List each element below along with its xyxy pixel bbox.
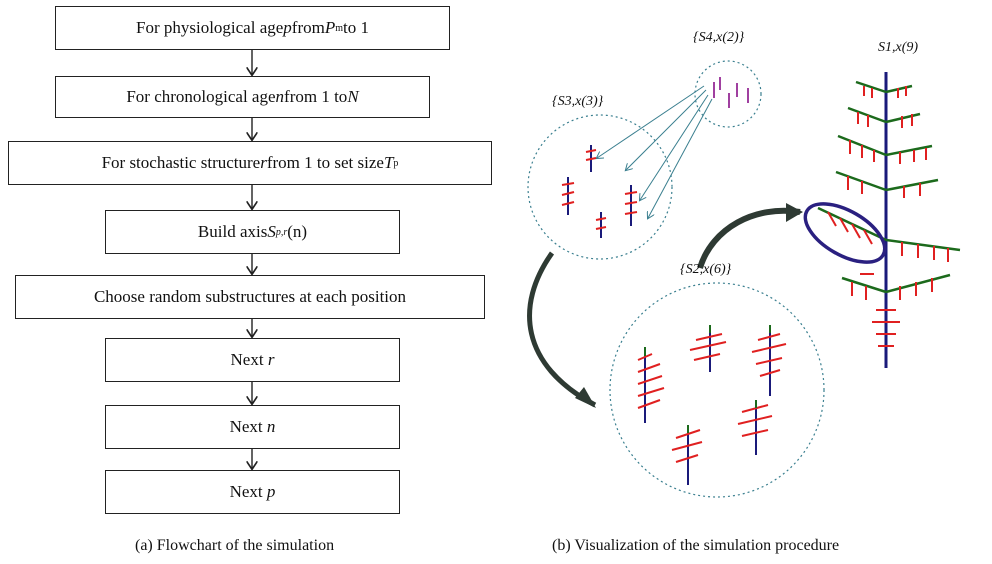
step-sub: p bbox=[393, 157, 399, 169]
s1-tree bbox=[803, 72, 961, 368]
step-text: from 1 to bbox=[284, 87, 348, 106]
arrow-s3-to-s2 bbox=[527, 251, 597, 408]
flowchart-caption: (a) Flowchart of the simulation bbox=[135, 537, 335, 554]
label-s1: S1,x(9) bbox=[878, 40, 919, 55]
arrow-s3-to-s2-head bbox=[575, 387, 596, 408]
arrow-s2-to-s1 bbox=[697, 207, 801, 269]
step-var: r bbox=[260, 153, 267, 172]
step-text: For stochastic structure bbox=[101, 153, 261, 172]
circle-s4 bbox=[694, 60, 762, 128]
step-var: T bbox=[383, 153, 394, 172]
step-text: from 1 to set size bbox=[266, 153, 384, 172]
step-text: to 1 bbox=[343, 18, 369, 37]
step-var: P bbox=[324, 18, 336, 37]
step-sub: m bbox=[335, 22, 344, 34]
step-var: p bbox=[266, 482, 276, 501]
circle-s3 bbox=[527, 114, 673, 260]
step-var: n bbox=[275, 87, 285, 106]
circle-s2 bbox=[609, 282, 825, 498]
s4-to-s3-arrows bbox=[597, 85, 713, 218]
label-s2: {S2,x(6)} bbox=[680, 262, 732, 277]
step-text: For physiological age bbox=[135, 18, 284, 37]
step-text: Choose random substructures at each posi… bbox=[93, 287, 407, 306]
step-text: Next bbox=[229, 482, 263, 501]
step-var: n bbox=[266, 417, 276, 436]
step-text: For chronological age bbox=[126, 87, 276, 106]
visualization-caption: (b) Visualization of the simulation proc… bbox=[552, 537, 840, 554]
step-var: S bbox=[267, 222, 276, 241]
label-s4: {S4,x(2)} bbox=[693, 30, 745, 45]
flow-step-next-n: Next n bbox=[105, 405, 400, 449]
s4-structures bbox=[713, 77, 749, 108]
step-var: p bbox=[283, 18, 292, 37]
s2-structures bbox=[637, 325, 787, 485]
step-text: Next bbox=[230, 350, 264, 369]
step-text: from bbox=[291, 18, 325, 37]
step-text: Next bbox=[229, 417, 263, 436]
arrow-s2-to-s1-head bbox=[786, 203, 803, 222]
step-text: Build axis bbox=[197, 222, 268, 241]
step-var: r bbox=[267, 350, 275, 369]
step-sub: p,r bbox=[275, 226, 288, 238]
selected-branch-oval bbox=[803, 202, 887, 264]
flow-step-chronological-age: For chronological age n from 1 to N bbox=[55, 76, 430, 118]
step-var: N bbox=[347, 87, 359, 106]
s3-structures bbox=[561, 145, 638, 238]
label-s3: {S3,x(3)} bbox=[552, 94, 604, 109]
step-text: (n) bbox=[287, 222, 308, 241]
